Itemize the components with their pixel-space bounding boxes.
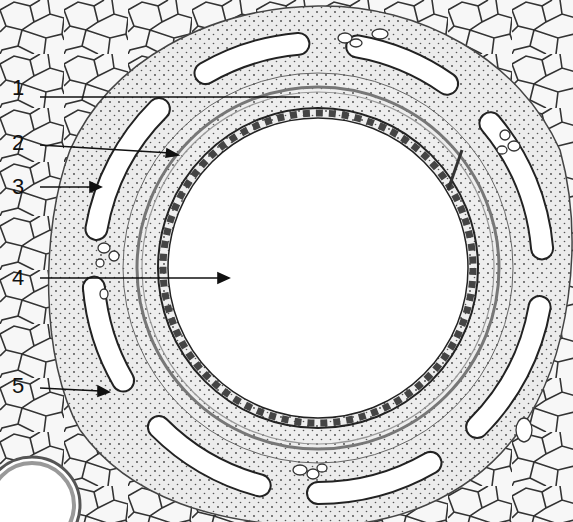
callout-number: 3: [12, 176, 24, 198]
callout-number: 4: [12, 267, 24, 289]
callout-number: 2: [12, 132, 24, 154]
callout-number: 5: [12, 375, 24, 397]
callout-number: 1: [12, 77, 24, 99]
